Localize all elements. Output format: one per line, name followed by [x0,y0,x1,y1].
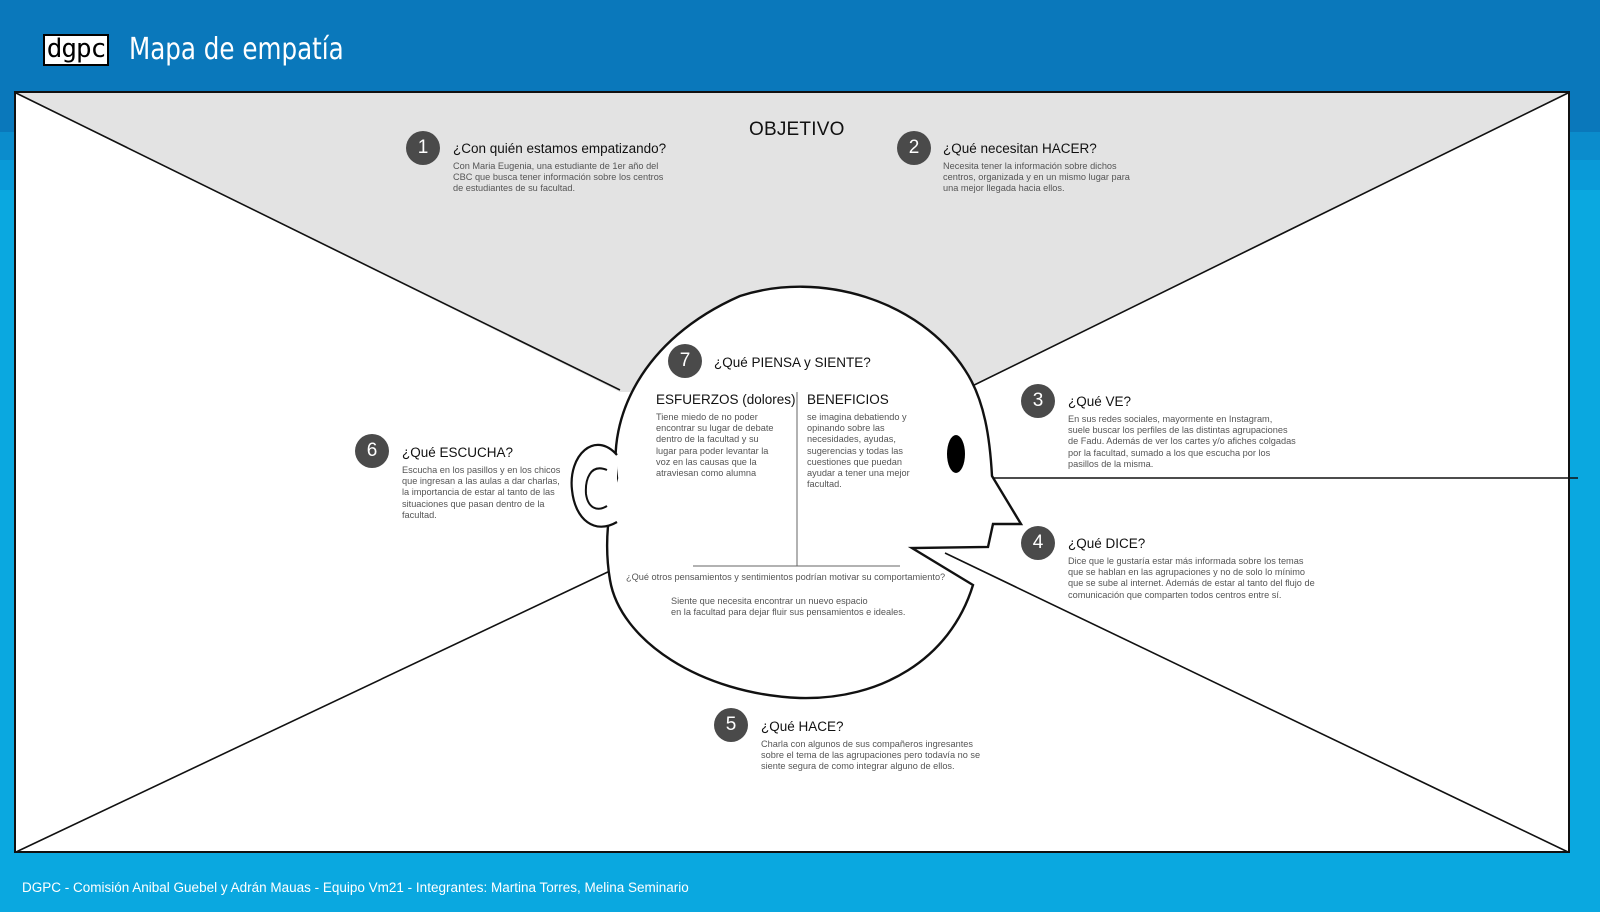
eye [947,435,965,473]
ear-inner [584,467,608,510]
diagonal-bottom-left [15,569,613,853]
question-see: ¿Qué VE? [1068,394,1132,409]
diagonal-top-right [959,92,1569,393]
gains-title: BENEFICIOS [807,392,889,407]
pains-text: Tiene miedo de no poder encontrar su lug… [656,412,774,479]
diagonal-top-left [15,92,621,391]
answer-who: Con Maria Eugenia, una estudiante de 1er… [453,161,664,194]
other-thoughts-question: ¿Qué otros pensamientos y sentimientos p… [626,572,946,582]
gains-text: se imagina debatiendo y opinando sobre l… [807,412,910,490]
head-outline [605,285,1024,700]
question-say: ¿Qué DICE? [1068,536,1146,551]
question-does: ¿Qué HACE? [761,719,844,734]
badge-2: 2 [897,131,931,165]
badge-3: 3 [1021,384,1055,418]
pains-title: ESFUERZOS (dolores) [656,392,796,407]
objective-title: OBJETIVO [749,119,845,140]
badge-5: 5 [714,708,748,742]
answer-say: Dice que le gustaría estar más informada… [1068,556,1315,600]
other-thoughts-answer: Siente que necesita encontrar un nuevo e… [671,596,906,618]
question-think-feel: ¿Qué PIENSA y SIENTE? [714,355,871,370]
answer-hear: Escucha en los pasillos y en los chicos … [402,465,561,520]
question-do: ¿Qué necesitan HACER? [943,141,1097,156]
objective-area [16,93,1568,392]
badge-4: 4 [1021,526,1055,560]
diagonal-bottom-right [944,552,1569,853]
question-who: ¿Con quién estamos empatizando? [453,141,667,156]
badge-6: 6 [355,434,389,468]
answer-does: Charla con algunos de sus compañeros ing… [761,739,981,772]
question-hear: ¿Qué ESCUCHA? [402,445,514,460]
badge-7: 7 [668,344,702,378]
page-title: Mapa de empatía [129,32,344,67]
dgpc-logo: dgpc [43,34,109,66]
answer-do: Necesita tener la información sobre dich… [943,161,1130,194]
badge-1: 1 [406,131,440,165]
answer-see: En sus redes sociales, mayormente en Ins… [1068,414,1296,469]
footer-credits: DGPC - Comisión Anibal Guebel y Adrán Ma… [22,880,689,895]
